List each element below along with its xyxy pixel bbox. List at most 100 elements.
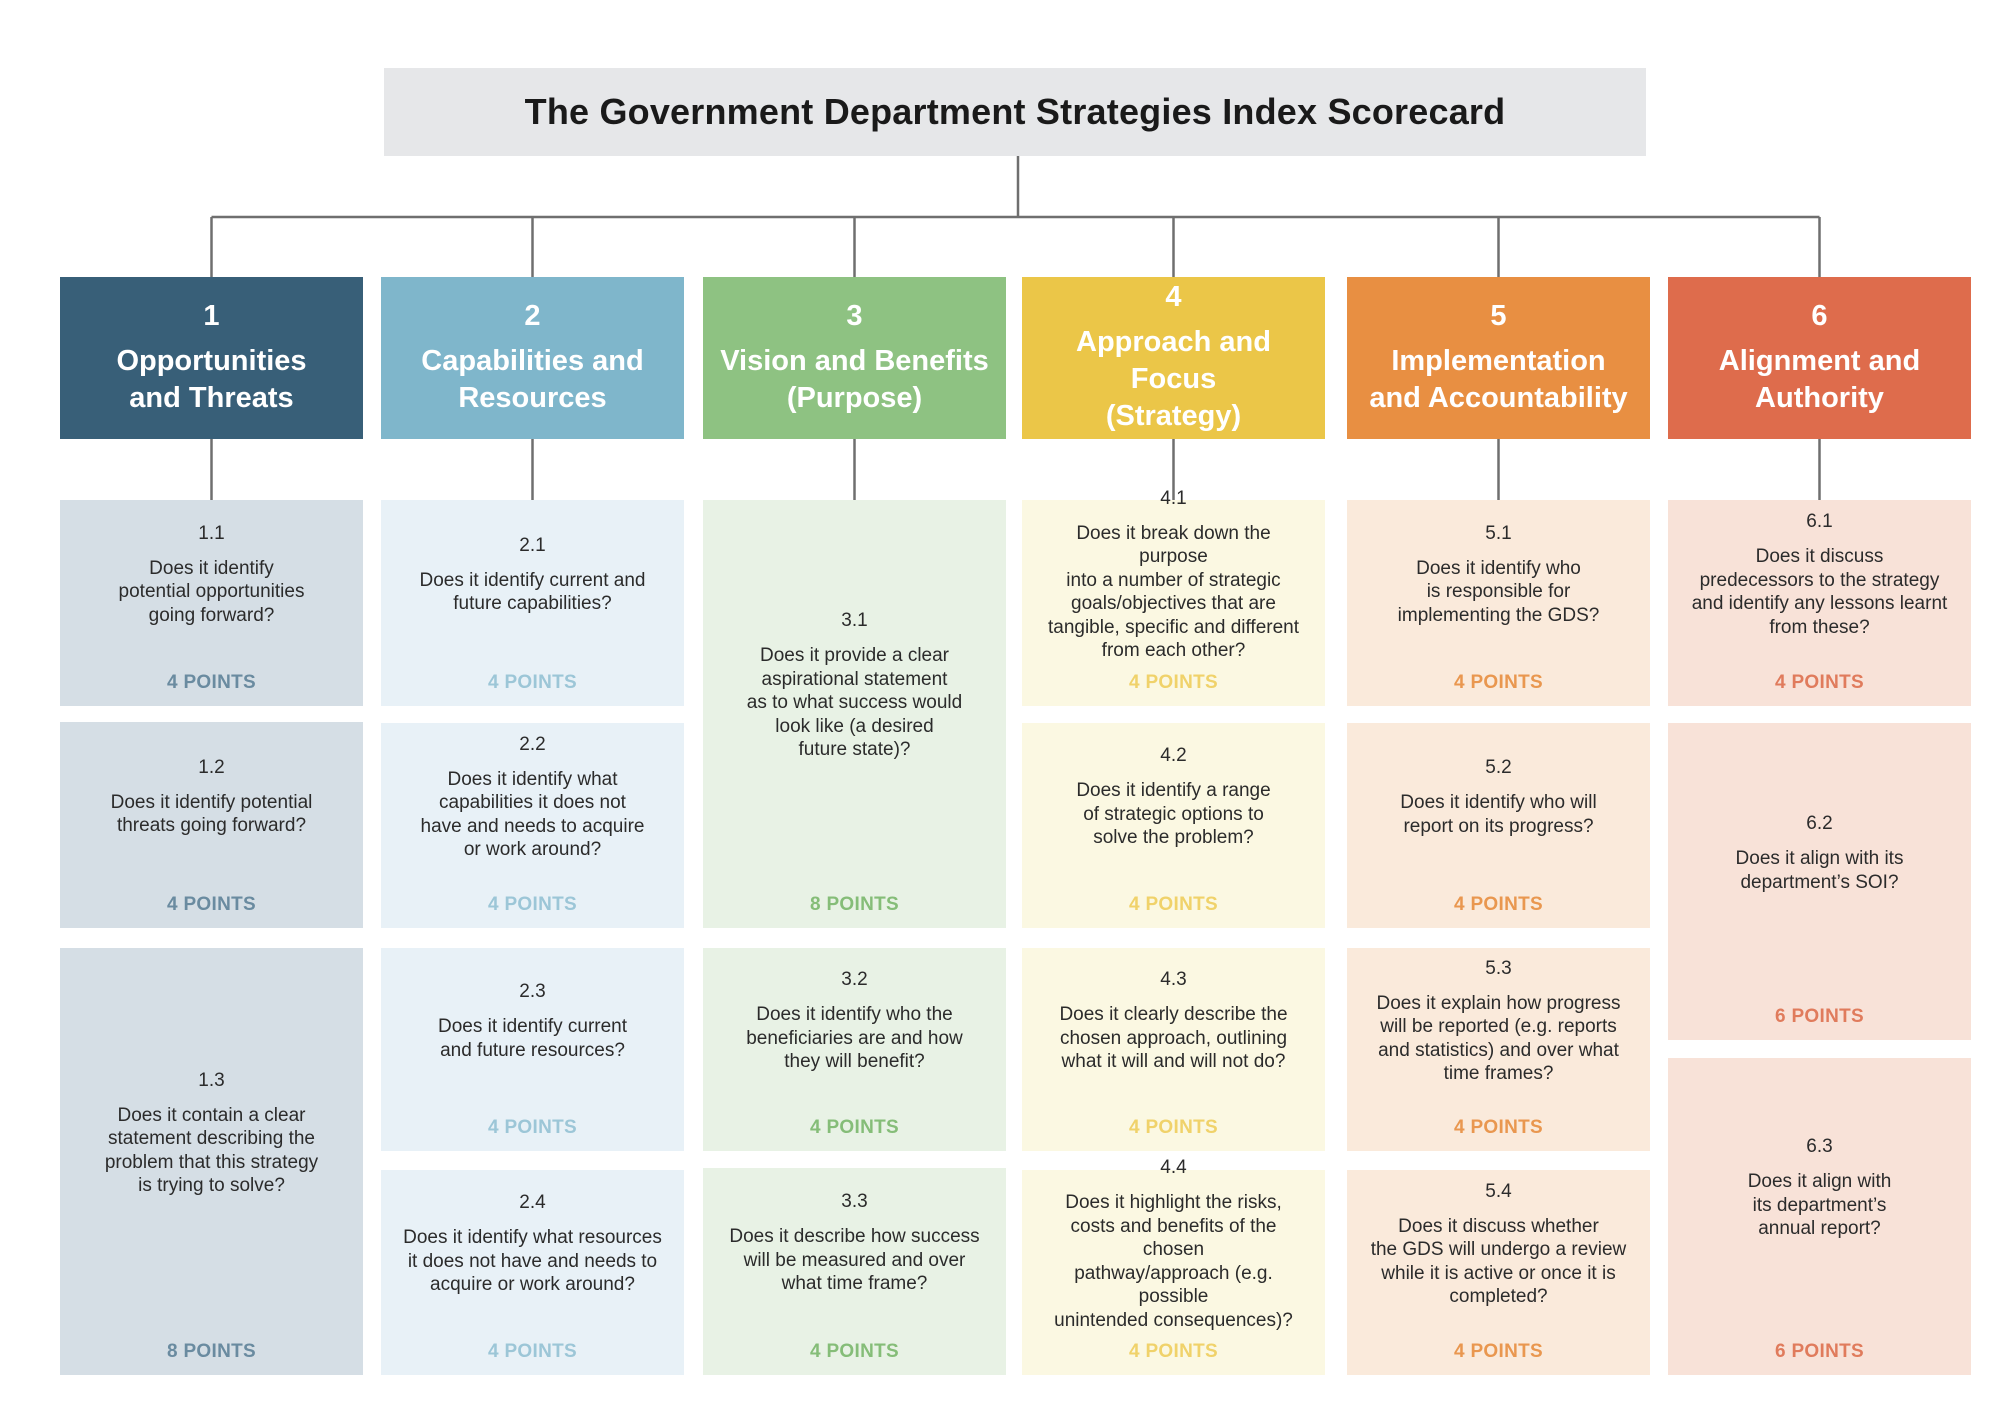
question-points: 8 POINTS bbox=[810, 894, 899, 915]
category-number: 6 bbox=[1811, 299, 1828, 332]
question-text-line: have and needs to acquire bbox=[420, 815, 645, 837]
question-points: 4 POINTS bbox=[488, 1341, 577, 1362]
question-text-line: Does it identify who will bbox=[1400, 792, 1597, 813]
question-points: 4 POINTS bbox=[167, 894, 256, 915]
question-text-line: future capabilities? bbox=[453, 593, 612, 614]
diagram-title: The Government Department Strategies Ind… bbox=[384, 68, 1646, 156]
question-text-line: Does it clearly describe the bbox=[1059, 1004, 1288, 1026]
question-text-line: department’s SOI? bbox=[1740, 871, 1899, 893]
question-points: 4 POINTS bbox=[1454, 1341, 1543, 1362]
question-text-line: what time frame? bbox=[781, 1273, 928, 1295]
question-text-line: Does it identify potential bbox=[110, 791, 313, 813]
question-number: 1.1 bbox=[198, 522, 225, 544]
question-text-line: Does it identify who the bbox=[756, 1004, 953, 1026]
question-number: 4.1 bbox=[1160, 487, 1187, 509]
question-text-line: and statistics) and over what bbox=[1378, 1039, 1619, 1061]
category-title-line: Approach and Focus bbox=[1076, 326, 1271, 395]
question-text-line: the GDS will undergo a review bbox=[1370, 1239, 1627, 1260]
question-text-line: Does it align with bbox=[1747, 1171, 1892, 1193]
question-text-line: and identify any lessons learnt bbox=[1691, 593, 1948, 614]
category-title: Vision and Benefits(Purpose) bbox=[720, 343, 989, 417]
question-text-line: capabilities it does not bbox=[439, 792, 626, 813]
question-text-line: statement describing the bbox=[107, 1128, 315, 1149]
question-text-line: is responsible for bbox=[1426, 581, 1571, 603]
question-text-line: beneficiaries are and how bbox=[746, 1027, 963, 1049]
category-title-line: Opportunities bbox=[116, 344, 307, 377]
question-points: 6 POINTS bbox=[1775, 1006, 1864, 1027]
question-text-line: unintended consequences)? bbox=[1054, 1309, 1293, 1331]
question-text-line: going forward? bbox=[148, 604, 275, 626]
question-text-line: from each other? bbox=[1101, 640, 1246, 661]
question-number: 5.4 bbox=[1485, 1180, 1512, 1202]
category-number: 1 bbox=[203, 299, 220, 332]
question-points: 4 POINTS bbox=[488, 1117, 577, 1138]
question-text-line: will be measured and over bbox=[743, 1249, 966, 1271]
question-number: 5.3 bbox=[1485, 957, 1512, 979]
question-text-line: and future resources? bbox=[440, 1039, 625, 1061]
question-points: 8 POINTS bbox=[167, 1341, 256, 1362]
question-number: 3.1 bbox=[841, 610, 868, 632]
question-points: 4 POINTS bbox=[1454, 1117, 1543, 1138]
question-number: 4.2 bbox=[1160, 745, 1187, 767]
question-number: 1.2 bbox=[198, 756, 225, 778]
question-text-line: pathway/approach (e.g. possible bbox=[1074, 1262, 1273, 1308]
question-text-line: Does it identify bbox=[149, 557, 274, 579]
question-number: 2.3 bbox=[519, 981, 546, 1002]
question-text-line: aspirational statement bbox=[761, 668, 948, 690]
question-points: 4 POINTS bbox=[488, 672, 577, 693]
question-text-line: goals/objectives that are bbox=[1071, 593, 1276, 614]
question-points: 6 POINTS bbox=[1775, 1341, 1864, 1362]
question-text-line: threats going forward? bbox=[116, 815, 307, 836]
question-text-line: acquire or work around? bbox=[430, 1274, 635, 1296]
question-text-line: Does it describe how success bbox=[729, 1226, 980, 1248]
question-text-line: chosen approach, outlining bbox=[1059, 1027, 1288, 1049]
question-text-line: time frames? bbox=[1443, 1063, 1554, 1084]
question-points: 4 POINTS bbox=[810, 1117, 899, 1138]
question-text-line: potential opportunities bbox=[118, 581, 305, 603]
question-points: 4 POINTS bbox=[1129, 1117, 1218, 1138]
question-text-line: of strategic options to bbox=[1083, 803, 1264, 825]
question-text-line: Does it break down the purpose bbox=[1076, 522, 1271, 568]
question-text-line: what it will and will not do? bbox=[1061, 1051, 1286, 1073]
question-points: 4 POINTS bbox=[1129, 894, 1218, 915]
question-text-line: tangible, specific and different bbox=[1047, 616, 1300, 638]
question-number: 6.1 bbox=[1806, 511, 1833, 532]
question-number: 3.2 bbox=[841, 969, 868, 991]
question-text-line: future state)? bbox=[798, 739, 911, 761]
